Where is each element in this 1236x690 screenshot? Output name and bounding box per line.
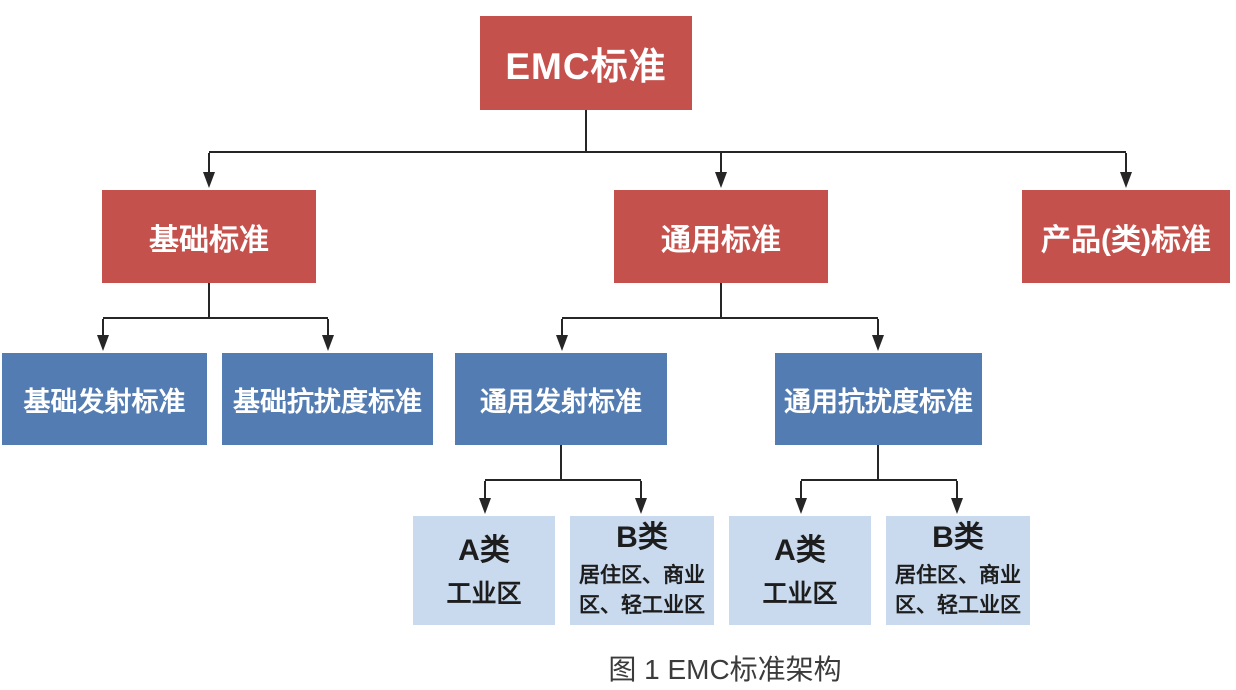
class-b-desc: 居住区、商业区、轻工业区 xyxy=(579,563,705,618)
class-a-title: A类 xyxy=(458,533,510,567)
node-basic-standard: 基础标准 xyxy=(102,190,316,283)
node-basic-emission-standard: 基础发射标准 xyxy=(2,353,207,445)
node-emission-class-b: B类 居住区、商业区、轻工业区 xyxy=(570,516,714,625)
node-emission-class-a: A类 工业区 xyxy=(413,516,555,625)
class-a-desc: 工业区 xyxy=(762,580,838,609)
node-generic-immunity-standard: 通用抗扰度标准 xyxy=(775,353,982,445)
node-product-class-standard: 产品(类)标准 xyxy=(1022,190,1230,283)
node-immunity-class-a: A类 工业区 xyxy=(729,516,871,625)
class-b-title: B类 xyxy=(932,521,984,555)
node-generic-standard: 通用标准 xyxy=(614,190,828,283)
class-b-desc: 居住区、商业区、轻工业区 xyxy=(895,563,1021,618)
class-a-title: A类 xyxy=(774,533,826,567)
node-emc-standard: EMC标准 xyxy=(480,16,692,110)
figure-caption: 图 1 EMC标准架构 xyxy=(608,654,842,685)
node-generic-emission-standard: 通用发射标准 xyxy=(455,353,667,445)
class-a-desc: 工业区 xyxy=(446,580,522,609)
node-basic-immunity-standard: 基础抗扰度标准 xyxy=(222,353,433,445)
node-immunity-class-b: B类 居住区、商业区、轻工业区 xyxy=(886,516,1030,625)
class-b-title: B类 xyxy=(616,521,668,555)
